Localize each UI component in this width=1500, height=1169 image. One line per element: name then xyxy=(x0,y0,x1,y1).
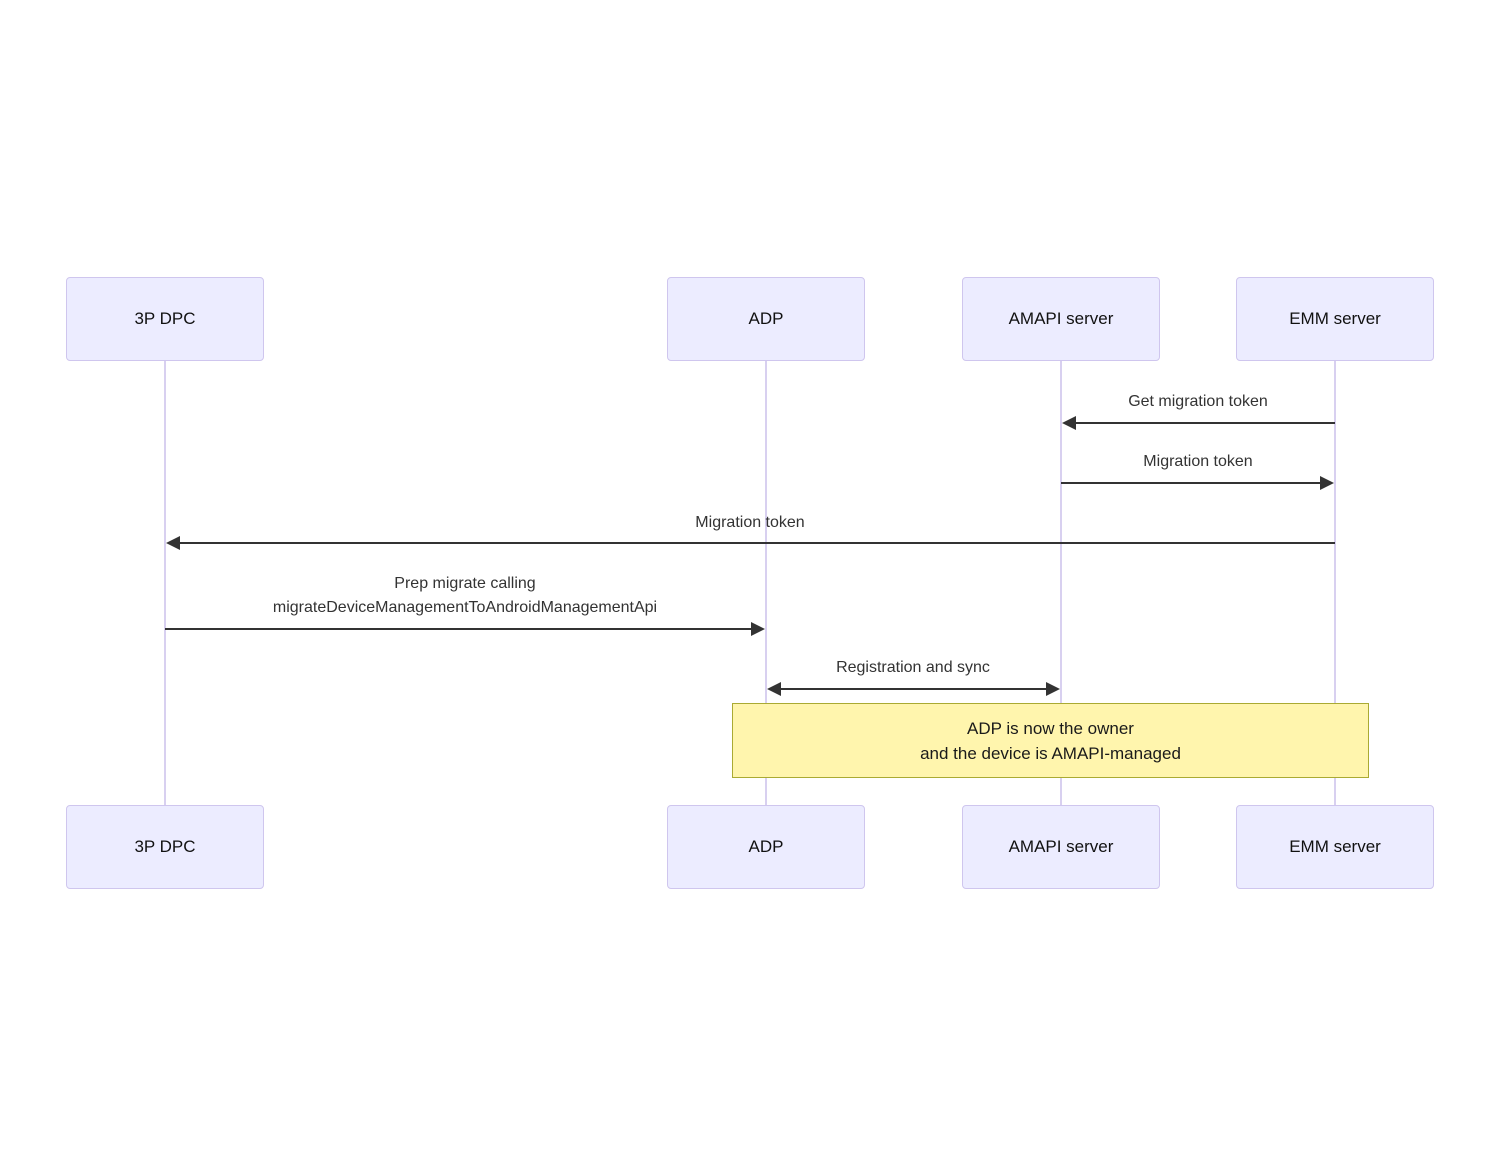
message-label-prep-migrate-line2: migrateDeviceManagementToAndroidManageme… xyxy=(272,599,658,616)
actor-bottom-emm-server: EMM server xyxy=(1236,805,1434,889)
actor-top-3p-dpc-label: 3P DPC xyxy=(134,309,196,328)
arrow-migration-token-to-3p-dpc xyxy=(166,536,1335,550)
actor-top-adp: ADP xyxy=(667,277,865,361)
actor-top-amapi-server: AMAPI server xyxy=(962,277,1160,361)
note-line2: and the device is AMAPI-managed xyxy=(920,743,1181,763)
actor-top-emm-server-label: EMM server xyxy=(1289,309,1381,328)
lifeline-emm-server xyxy=(1334,361,1336,805)
note-adp-owner: ADP is now the owner and the device is A… xyxy=(732,703,1369,778)
actor-bottom-amapi-server-label: AMAPI server xyxy=(1008,837,1114,856)
actor-bottom-emm-server-label: EMM server xyxy=(1289,837,1381,856)
lifeline-adp xyxy=(765,361,767,805)
lifeline-3p-dpc xyxy=(164,361,166,805)
actor-bottom-adp: ADP xyxy=(667,805,865,889)
message-label-registration-and-sync: Registration and sync xyxy=(836,659,990,676)
actor-top-adp-label: ADP xyxy=(748,309,784,328)
note-line1: ADP is now the owner xyxy=(967,718,1134,738)
message-label-prep-migrate-line1: Prep migrate calling xyxy=(394,575,536,592)
actor-bottom-amapi-server: AMAPI server xyxy=(962,805,1160,889)
actor-top-amapi-server-label: AMAPI server xyxy=(1008,309,1114,328)
arrow-prep-migrate xyxy=(165,622,765,636)
arrow-get-migration-token xyxy=(1062,416,1335,430)
message-label-migration-token-1: Migration token xyxy=(1143,453,1253,470)
actor-bottom-3p-dpc: 3P DPC xyxy=(66,805,264,889)
actor-bottom-adp-label: ADP xyxy=(748,837,784,856)
message-label-migration-token-2: Migration token xyxy=(695,514,805,531)
message-label-get-migration-token: Get migration token xyxy=(1128,393,1268,410)
message-label-prep-migrate: Prep migrate calling migrateDeviceManage… xyxy=(273,572,657,620)
arrow-migration-token-to-emm xyxy=(1061,476,1334,490)
lifeline-amapi-server xyxy=(1060,361,1062,805)
actor-bottom-3p-dpc-label: 3P DPC xyxy=(134,837,196,856)
actor-top-3p-dpc: 3P DPC xyxy=(66,277,264,361)
arrow-registration-and-sync xyxy=(767,682,1060,696)
actor-top-emm-server: EMM server xyxy=(1236,277,1434,361)
